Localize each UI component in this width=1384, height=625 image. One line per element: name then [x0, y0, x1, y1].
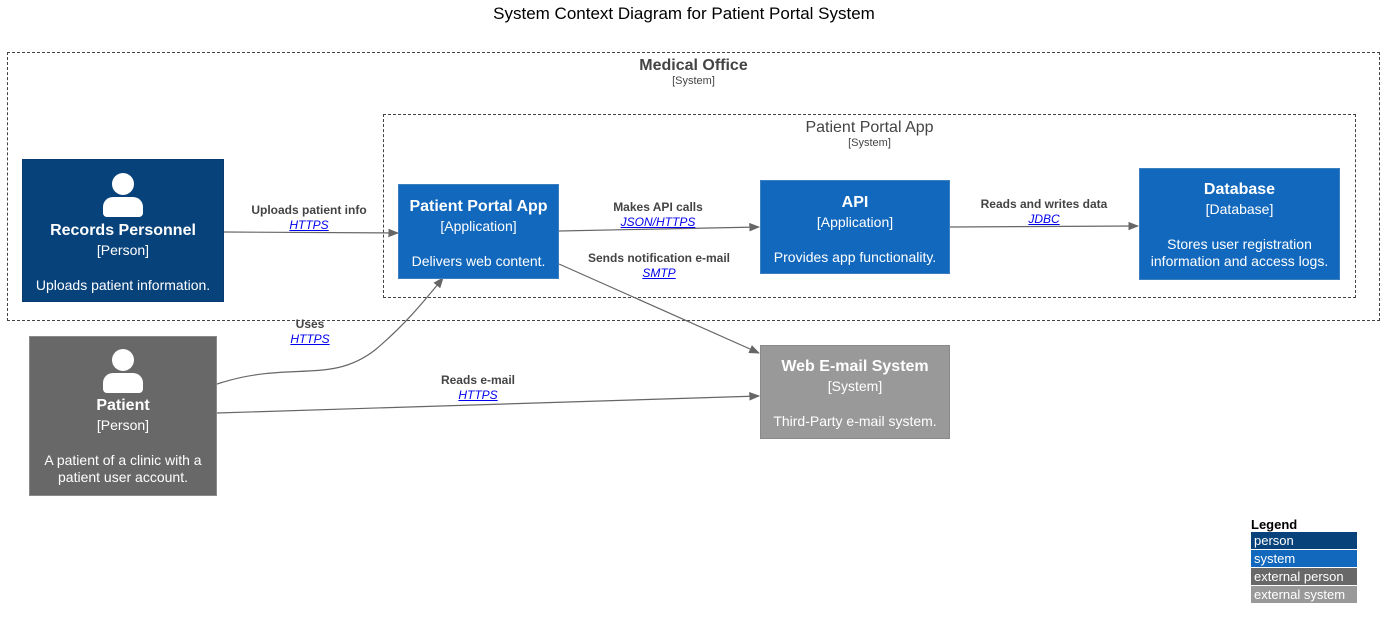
records-personnel-node[interactable]: Records Personnel [Person] Uploads patie…: [22, 159, 224, 302]
legend-title: Legend: [1251, 517, 1298, 532]
diagram-title: System Context Diagram for Patient Porta…: [493, 4, 875, 23]
edge-tech-reads-email[interactable]: HTTPS: [458, 388, 498, 402]
medical-office-boundary: Medical Office [System]: [7, 52, 1380, 321]
records-personnel-type: [Person]: [96, 242, 150, 258]
edge-tech-reads-writes[interactable]: JDBC: [1028, 212, 1060, 226]
edge-reads-email: [216, 391, 761, 414]
database-desc: Stores user registration information and…: [1150, 236, 1329, 269]
medical-office-type: [System]: [672, 75, 715, 87]
legend: Legend person system external person ext…: [1251, 518, 1357, 604]
edge-notification: [558, 263, 760, 354]
database-node[interactable]: Database [Database] Stores user registra…: [1139, 168, 1340, 280]
edge-label-uses: Uses HTTPS: [260, 317, 360, 347]
web-email-name: Web E-mail System: [781, 358, 929, 375]
web-email-type: [System]: [827, 378, 883, 394]
portal-app-type: [Application]: [440, 218, 517, 234]
edge-tech-uploads[interactable]: HTTPS: [289, 218, 329, 232]
database-type: [Database]: [1205, 201, 1274, 217]
patient-portal-boundary-name: Patient Portal App: [805, 119, 934, 136]
person-icon: [103, 173, 143, 217]
web-email-desc: Third-Party e-mail system.: [773, 413, 937, 429]
medical-office-name: Medical Office: [639, 57, 748, 74]
portal-app-node[interactable]: Patient Portal App [Application] Deliver…: [398, 184, 559, 279]
edge-label-reads-writes: Reads and writes data JDBC: [964, 197, 1124, 227]
legend-item-person: person: [1251, 532, 1357, 549]
legend-item-system: system: [1251, 550, 1357, 567]
portal-app-name: Patient Portal App: [409, 198, 548, 215]
patient-node[interactable]: Patient [Person] A patient of a clinic w…: [29, 336, 217, 496]
patient-type: [Person]: [96, 417, 150, 433]
edge-tech-api-calls[interactable]: JSON/HTTPS: [620, 215, 696, 229]
records-personnel-name: Records Personnel: [50, 222, 196, 239]
edge-label-api-calls: Makes API calls JSON/HTTPS: [588, 200, 728, 230]
edge-label-reads-email: Reads e-mail HTTPS: [418, 373, 538, 403]
patient-desc: A patient of a clinic with a patient use…: [44, 452, 202, 485]
edge-reads-writes: [949, 221, 1140, 231]
edge-tech-notification[interactable]: SMTP: [642, 266, 676, 280]
api-node[interactable]: API [Application] Provides app functiona…: [760, 180, 950, 274]
database-name: Database: [1203, 181, 1276, 198]
patient-portal-boundary-type: [System]: [848, 137, 891, 149]
edge-label-notification: Sends notification e-mail SMTP: [574, 251, 744, 281]
legend-item-external-person: external person: [1251, 568, 1357, 585]
edge-label-uploads: Uploads patient info HTTPS: [239, 203, 379, 233]
web-email-node[interactable]: Web E-mail System [System] Third-Party e…: [760, 345, 950, 439]
patient-name: Patient: [96, 397, 150, 414]
records-personnel-desc: Uploads patient information.: [35, 277, 211, 293]
edge-uses: [216, 277, 444, 385]
api-desc: Provides app functionality.: [773, 249, 937, 265]
api-name: API: [841, 194, 869, 211]
edge-tech-uses[interactable]: HTTPS: [290, 332, 330, 346]
legend-item-external-system: external system: [1251, 586, 1357, 603]
edge-uploads: [223, 228, 400, 238]
portal-app-desc: Delivers web content.: [411, 253, 546, 269]
person-icon: [103, 349, 143, 393]
edge-api-calls: [558, 222, 761, 232]
api-type: [Application]: [816, 214, 894, 230]
patient-portal-boundary: Patient Portal App [System]: [383, 114, 1356, 298]
